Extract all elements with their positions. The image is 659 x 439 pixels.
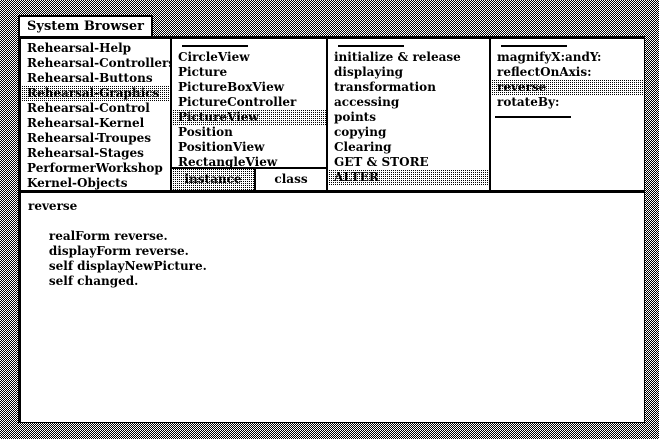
list-item[interactable]: magnifyX:andY: — [497, 50, 602, 64]
list-item[interactable]: reflectOnAxis: — [497, 65, 592, 79]
list-item[interactable]: PerformerWorkshop — [27, 161, 163, 175]
list-item[interactable]: displaying — [334, 65, 404, 79]
list-item[interactable]: reverse — [491, 80, 644, 95]
list-divider — [495, 116, 571, 118]
list-item[interactable]: CircleView — [178, 50, 250, 64]
scroll-marker — [338, 45, 404, 47]
list-item[interactable]: Rehearsal-Controllers — [27, 56, 170, 70]
list-item[interactable]: points — [334, 110, 376, 124]
list-item[interactable]: transformation — [334, 80, 436, 94]
list-item[interactable]: RectangleView — [178, 155, 278, 167]
list-item[interactable]: Clearing — [334, 140, 392, 154]
list-item[interactable]: Picture — [178, 65, 228, 79]
code-line — [28, 214, 640, 229]
list-item[interactable]: Rehearsal-Troupes — [27, 131, 152, 145]
code-pane[interactable]: reverse realForm reverse. displayForm re… — [21, 193, 644, 422]
list-item[interactable]: rotateBy: — [497, 95, 560, 109]
list-item[interactable]: Rehearsal-Kernel — [27, 116, 145, 130]
list-item[interactable]: copying — [334, 125, 387, 139]
list-item[interactable]: initialize & release — [334, 50, 461, 64]
list-item[interactable]: Rehearsal-Buttons — [27, 71, 153, 85]
list-item[interactable]: Kernel-Objects — [27, 176, 128, 190]
list-item[interactable]: Rehearsal-Control — [27, 101, 150, 115]
instance-button[interactable]: instance — [172, 169, 256, 190]
list-item[interactable]: PositionView — [178, 140, 265, 154]
list-item[interactable]: accessing — [334, 95, 400, 109]
code-line: reverse — [28, 199, 78, 213]
list-item[interactable]: Rehearsal-Help — [27, 41, 132, 55]
code-line: self changed. — [28, 274, 139, 288]
list-item[interactable]: GET & STORE — [334, 155, 429, 169]
instance-class-switch: instance class — [172, 167, 326, 190]
list-item[interactable]: Rehearsal-Stages — [27, 146, 144, 160]
code-line: displayForm reverse. — [28, 244, 189, 258]
code-line: self displayNewPicture. — [28, 259, 207, 273]
scroll-marker — [182, 45, 248, 47]
list-item[interactable]: Position — [178, 125, 233, 139]
window-title-tab[interactable]: System Browser — [18, 15, 153, 38]
list-item[interactable]: PictureController — [178, 95, 297, 109]
method-source: reverse realForm reverse. displayForm re… — [28, 199, 640, 289]
list-item[interactable]: ALTER — [328, 170, 489, 185]
code-line: realForm reverse. — [28, 229, 168, 243]
scroll-marker — [501, 45, 567, 47]
list-item[interactable]: PictureBoxView — [178, 80, 285, 94]
class-button[interactable]: class — [274, 172, 308, 186]
list-item[interactable]: PictureView — [172, 110, 326, 125]
list-item[interactable]: Rehearsal-Graphics — [21, 86, 170, 101]
